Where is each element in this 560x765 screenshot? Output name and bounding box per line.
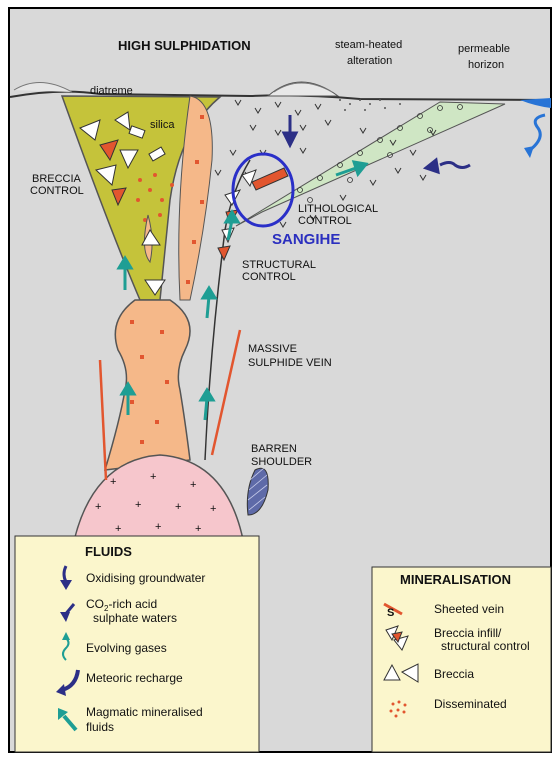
sangihe-label: SANGIHE	[272, 231, 340, 248]
fluid-label-1: Oxidising groundwater	[86, 571, 205, 585]
fluid-label-4: Meteoric recharge	[86, 671, 183, 685]
breccia-control-label-2: CONTROL	[30, 185, 84, 197]
svg-text:+: +	[190, 479, 196, 491]
barren-label-2: SHOULDER	[251, 456, 312, 468]
svg-text:+: +	[115, 523, 121, 535]
svg-text:+: +	[135, 499, 141, 511]
steam-heated-label: steam-heated	[335, 39, 402, 51]
silica-label: silica	[150, 119, 175, 131]
massive-label-2: SULPHIDE VEIN	[248, 357, 332, 369]
fluids-title: FLUIDS	[85, 544, 132, 559]
svg-text:+: +	[175, 501, 181, 513]
alteration-label: alteration	[347, 55, 392, 67]
fluid-label-2b: sulphate waters	[93, 611, 177, 625]
sheeted-vein-letter: S	[387, 607, 394, 619]
fluid-label-5b: fluids	[86, 720, 114, 734]
fluid-label-3: Evolving gases	[86, 641, 167, 655]
svg-text:+: +	[195, 523, 201, 535]
horizon-label: horizon	[468, 59, 504, 71]
mineral-label-2a: Breccia infill/	[434, 626, 502, 640]
svg-text:+: +	[150, 471, 156, 483]
diatreme-label: diatreme	[90, 85, 133, 97]
breccia-control-label-1: BRECCIA	[32, 173, 82, 185]
fluids-panel: FLUIDS Oxidising groundwater CO2-rich ac…	[15, 536, 259, 752]
svg-text:+: +	[110, 476, 116, 488]
mineral-label-4: Disseminated	[434, 697, 507, 711]
fluid-label-5a: Magmatic mineralised	[86, 705, 203, 719]
mineralisation-panel: MINERALISATION S Sheeted vein Breccia in…	[372, 567, 551, 752]
mineralisation-panel-bg	[372, 567, 551, 752]
structural-label-1: STRUCTURAL	[242, 259, 316, 271]
structural-label-2: CONTROL	[242, 271, 296, 283]
svg-text:+: +	[95, 501, 101, 513]
mineral-label-2b: structural control	[441, 639, 530, 653]
lithological-label-1: LITHOLOGICAL	[298, 203, 378, 215]
mineral-label-3: Breccia	[434, 667, 474, 681]
massive-label-1: MASSIVE	[248, 343, 297, 355]
barren-label-1: BARREN	[251, 443, 297, 455]
lithological-label-2: CONTROL	[298, 215, 352, 227]
svg-text:+: +	[210, 503, 216, 515]
svg-text:+: +	[155, 521, 161, 533]
mineral-label-1: Sheeted vein	[434, 602, 504, 616]
permeable-label: permeable	[458, 43, 510, 55]
mineralisation-title: MINERALISATION	[400, 572, 511, 587]
title-label: HIGH SULPHIDATION	[118, 38, 251, 53]
